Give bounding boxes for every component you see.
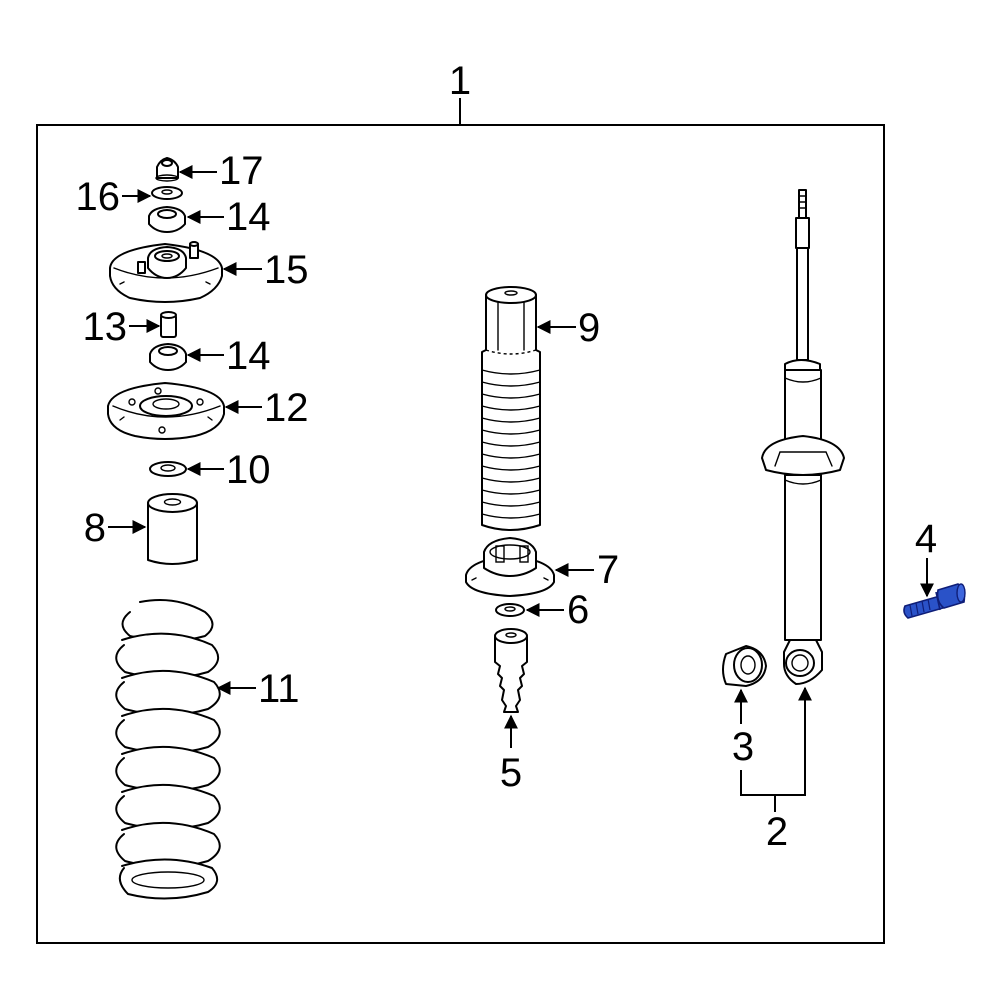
part-11-coil-spring	[115, 599, 221, 900]
part-6-washer	[495, 603, 525, 617]
callout-14-upper: 14	[226, 195, 271, 239]
callout-13: 13	[83, 305, 128, 349]
part-4-bolt	[903, 583, 966, 619]
part-15-upper-mount	[109, 241, 223, 303]
callout-4: 4	[915, 517, 937, 561]
part-10-washer	[149, 461, 187, 477]
callout-15: 15	[264, 248, 309, 292]
callout-9: 9	[578, 306, 600, 350]
part-14-upper-bushing	[148, 206, 186, 233]
callout-10: 10	[226, 448, 271, 492]
part-16-washer	[151, 186, 183, 200]
callout-11: 11	[258, 667, 300, 711]
part-14-lower-bushing	[149, 343, 187, 371]
callout-leaders	[108, 165, 934, 812]
part-9-dust-boot	[481, 286, 541, 531]
callout-16: 16	[76, 175, 121, 219]
callout-labels: 1 17 16 14 15 13 14 12 10 8 11 9 7 6 5 4…	[76, 59, 938, 854]
callout-14-lower: 14	[226, 334, 271, 378]
callout-5: 5	[500, 751, 522, 795]
callout-12: 12	[264, 386, 309, 430]
callout-1: 1	[449, 59, 471, 103]
part-3-bushing	[722, 645, 767, 687]
part-7-lower-spring-seat	[465, 537, 555, 597]
leader-2-bracket	[740, 686, 812, 796]
part-5-bump-stop	[494, 628, 528, 713]
part-17-nut	[155, 157, 179, 182]
part-13-collar	[160, 311, 177, 338]
part-2-shock-absorber	[761, 189, 845, 685]
callout-7: 7	[597, 548, 619, 592]
callout-8: 8	[84, 506, 106, 550]
callout-17: 17	[219, 149, 264, 193]
callout-2: 2	[766, 810, 788, 854]
callout-6: 6	[567, 588, 589, 632]
part-12-upper-spring-seat	[107, 382, 225, 440]
callout-3: 3	[732, 725, 754, 769]
part-8-bump-stop	[147, 493, 198, 565]
